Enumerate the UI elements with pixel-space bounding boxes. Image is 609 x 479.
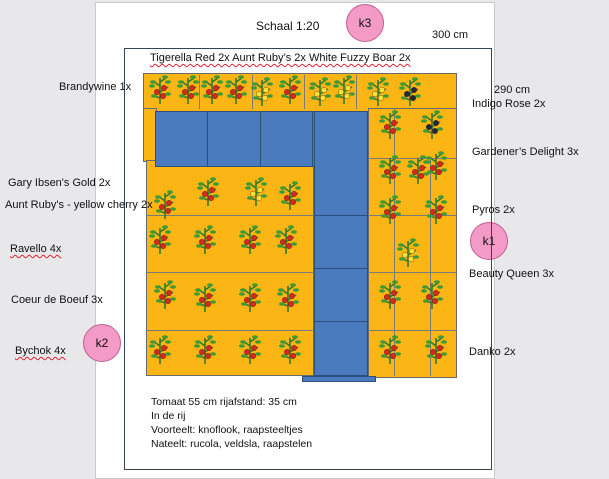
note-line-voorteelt: Voorteelt: knoflook, raapsteeltjes: [151, 424, 303, 436]
marker-k2-label: k2: [95, 336, 109, 350]
width-label: 300 cm: [432, 29, 469, 41]
marker-k3: k3: [346, 4, 384, 42]
bed-divider: [146, 215, 314, 216]
marker-k1-label: k1: [482, 234, 496, 248]
bed-top: [143, 73, 457, 113]
note-line-spacing: Tomaat 55 cm rijafstand: 35 cm: [151, 396, 297, 408]
path-joint: [207, 112, 208, 166]
scale-label: Schaal 1:20: [256, 19, 320, 33]
note-line-in-row: In de rij: [151, 410, 186, 422]
depth-label: 290 cm: [494, 84, 531, 96]
marker-k3-label: k3: [358, 16, 372, 30]
bed-divider: [356, 75, 357, 109]
label-bychok: Bychok 4x: [15, 345, 66, 357]
bed-divider: [368, 272, 457, 273]
bed-divider: [430, 160, 431, 376]
bed-divider: [368, 158, 457, 159]
top-row-label: Tigerella Red 2x Aunt Ruby’s 2x White Fu…: [150, 52, 410, 64]
bed-divider: [394, 108, 395, 376]
label-coeur-de-boeuf: Coeur de Boeuf 3x: [11, 294, 103, 306]
label-brandywine: Brandywine 1x: [59, 81, 132, 93]
path-vertical: [314, 111, 368, 376]
path-joint: [315, 321, 367, 322]
label-bychok-text: Bychok 4x: [15, 345, 66, 357]
note-line-nateelt: Nateelt: rucola, veldsla, raapstelen: [151, 438, 313, 450]
bed-divider: [304, 75, 305, 109]
bed-divider: [146, 330, 314, 331]
label-ravello: Ravello 4x: [10, 243, 61, 255]
top-row-label-text: Tigerella Red 2x Aunt Ruby’s 2x White Fu…: [150, 52, 411, 64]
label-aunt-rubys-yellow: Aunt Ruby's - yellow cherry 2x: [5, 199, 153, 211]
path-joint: [260, 112, 261, 166]
bed-divider: [368, 215, 457, 216]
bed-divider: [368, 330, 457, 331]
path-joint: [315, 215, 367, 216]
bed-divider: [199, 75, 200, 109]
bed-divider: [146, 272, 314, 273]
label-gardeners-delight: Gardener’s Delight 3x: [472, 146, 579, 158]
label-indigo-rose: Indigo Rose 2x: [472, 98, 546, 110]
label-danko: Danko 2x: [469, 346, 516, 358]
bed-right: [368, 108, 457, 378]
planting-notes: Tomaat 55 cm rijafstand: 35 cm In de rij…: [151, 395, 312, 451]
path-joint: [315, 268, 367, 269]
label-pyros: Pyros 2x: [472, 204, 515, 216]
label-gary-ibsens-gold: Gary Ibsen's Gold 2x: [8, 177, 111, 189]
path-joint: [312, 112, 313, 166]
bed-left: [146, 160, 314, 376]
bed-divider: [252, 75, 253, 109]
label-beauty-queen: Beauty Queen 3x: [469, 268, 555, 280]
marker-k1: k1: [470, 222, 508, 260]
path-step: [302, 376, 376, 382]
label-ravello-text: Ravello 4x: [10, 243, 62, 255]
marker-k2: k2: [83, 324, 121, 362]
